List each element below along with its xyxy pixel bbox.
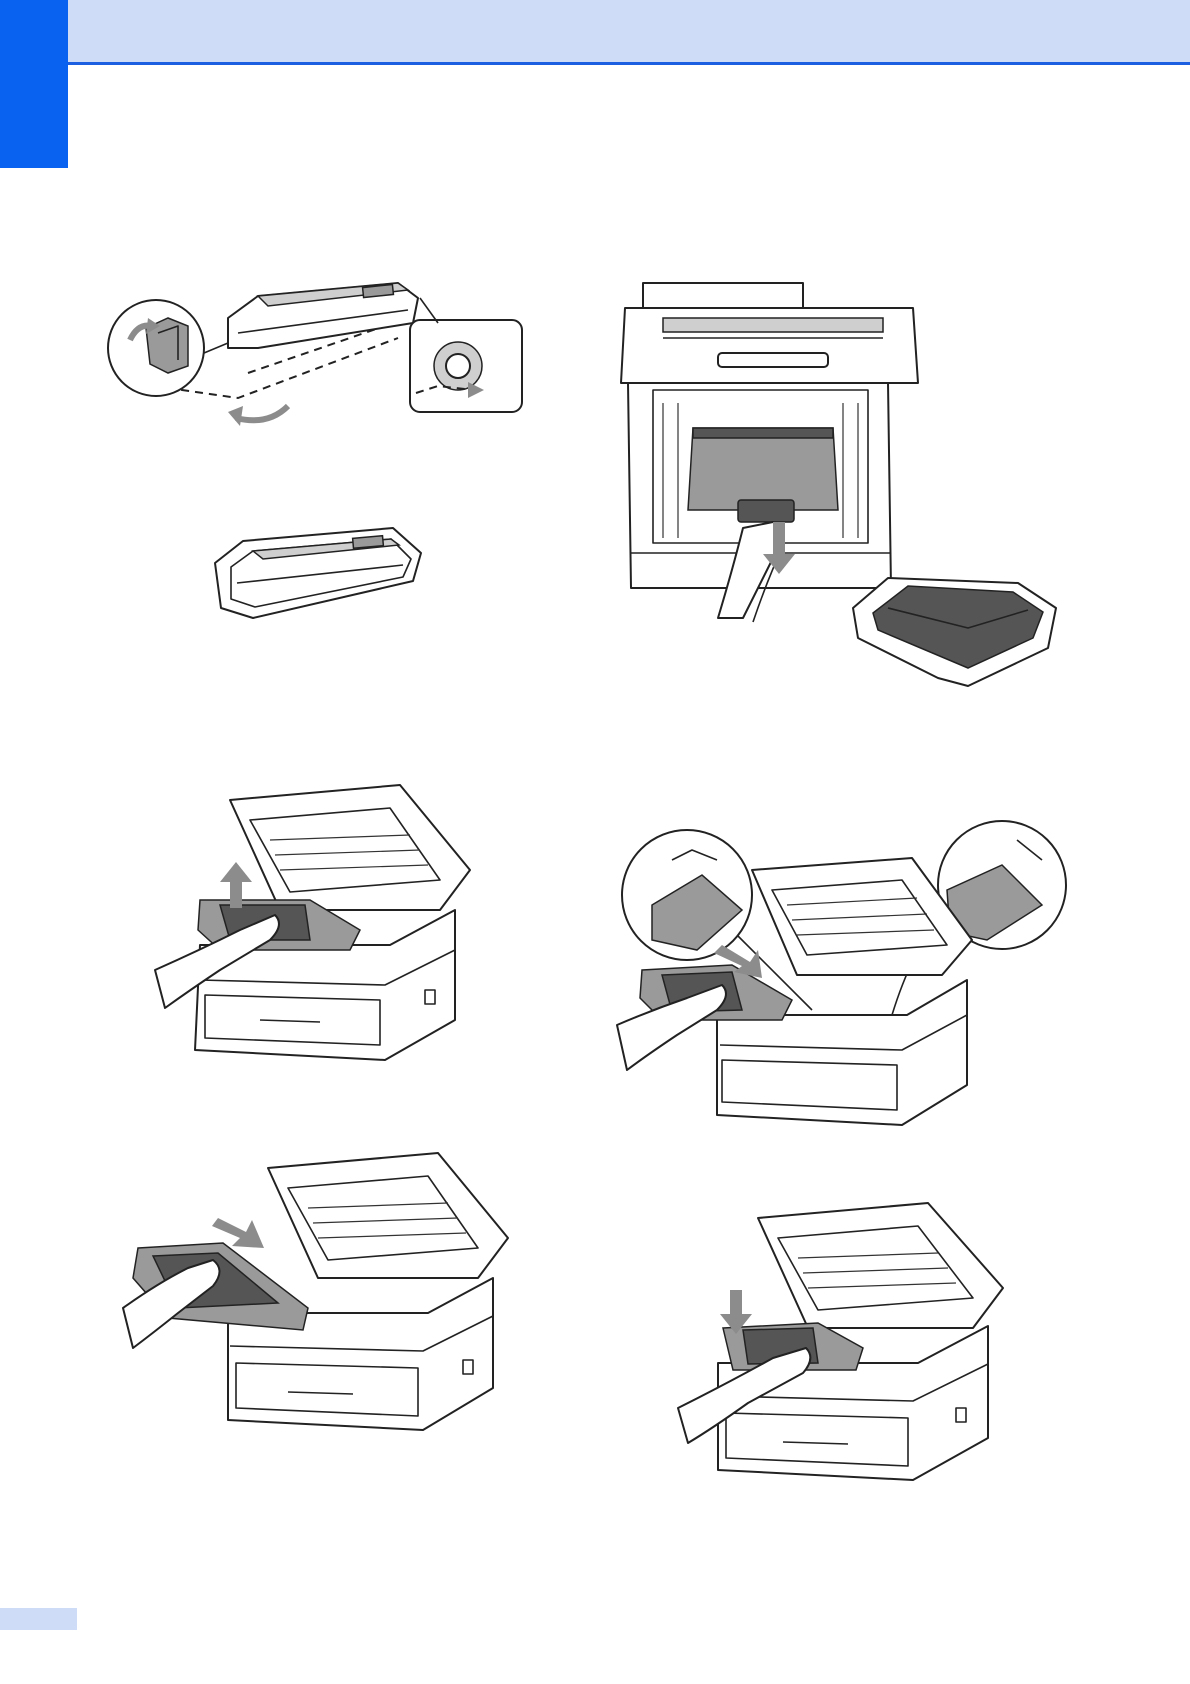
drum-unit-icon bbox=[160, 780, 480, 1085]
page-header-band bbox=[68, 0, 1190, 65]
belt-unit-icon bbox=[623, 278, 1068, 688]
chapter-tab bbox=[0, 0, 68, 168]
drum-unit-icon bbox=[688, 1198, 1018, 1503]
drum-unit-icon bbox=[622, 820, 1067, 1135]
drum-unit-icon bbox=[128, 1148, 508, 1453]
toner-in-bag-icon bbox=[213, 523, 423, 623]
toner-cartridge-icon bbox=[108, 278, 533, 428]
page-number-tab bbox=[0, 1608, 77, 1630]
